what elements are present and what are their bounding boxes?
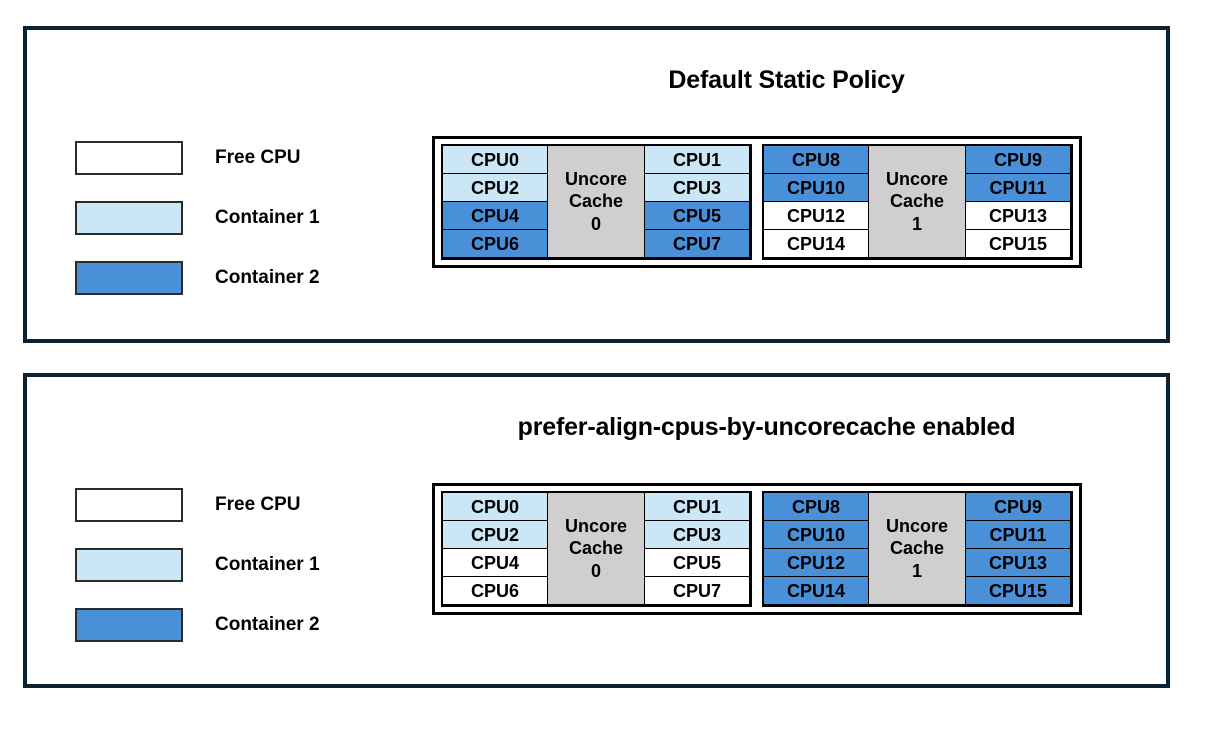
- legend-item-free-cpu: Free CPU: [75, 475, 320, 535]
- uncore-cache-line-2: Cache: [889, 191, 945, 212]
- cpu-cell: CPU4: [442, 548, 548, 577]
- uncore-cache-index: 1: [911, 213, 922, 234]
- cpu-cell: CPU9: [965, 145, 1071, 174]
- legend-swatch-container-1: [75, 201, 183, 235]
- cpu-cell: CPU10: [763, 520, 869, 549]
- uncore-cache-index: 0: [590, 213, 601, 234]
- cpu-cell: CPU3: [644, 173, 750, 202]
- cpu-cell: CPU13: [965, 201, 1071, 230]
- legend-label-container-1: Container 1: [215, 554, 320, 575]
- cpu-cell: CPU11: [965, 173, 1071, 202]
- cpu-cell: CPU3: [644, 520, 750, 549]
- uncore-cache-line-1: Uncore: [564, 168, 627, 189]
- legend-label-free-cpu: Free CPU: [215, 494, 301, 515]
- cache-group-0: CPU0 CPU2 CPU4 CPU6 Uncore Cache 0 CPU1 …: [441, 144, 752, 260]
- cpu-cell: CPU15: [965, 576, 1071, 605]
- panel-default-static-policy: Default Static Policy Free CPU Container…: [23, 26, 1170, 343]
- legend-swatch-container-1: [75, 548, 183, 582]
- uncore-cache-label: Uncore Cache 0: [547, 492, 645, 605]
- legend-item-container-1: Container 1: [75, 188, 320, 248]
- page-title: Default Static Policy: [668, 66, 905, 94]
- legend-swatch-container-2: [75, 261, 183, 295]
- cpu-cell: CPU7: [644, 229, 750, 258]
- cpu-cell: CPU9: [965, 492, 1071, 521]
- cpu-column-left: CPU8 CPU10 CPU12 CPU14: [763, 145, 869, 258]
- legend: Free CPU Container 1 Container 2: [75, 128, 320, 308]
- uncore-cache-line-2: Cache: [889, 538, 945, 559]
- legend-swatch-container-2: [75, 608, 183, 642]
- cpu-cell: CPU0: [442, 492, 548, 521]
- uncore-cache-label: Uncore Cache 0: [547, 145, 645, 258]
- legend-label-container-2: Container 2: [215, 267, 320, 288]
- uncore-cache-line-1: Uncore: [564, 515, 627, 536]
- cpu-column-right: CPU9 CPU11 CPU13 CPU15: [965, 145, 1071, 258]
- cpu-cell: CPU0: [442, 145, 548, 174]
- cpu-column-left: CPU8 CPU10 CPU12 CPU14: [763, 492, 869, 605]
- legend-swatch-free-cpu: [75, 141, 183, 175]
- cpu-cell: CPU8: [763, 492, 869, 521]
- cpu-topology-diagram: CPU0 CPU2 CPU4 CPU6 Uncore Cache 0 CPU1 …: [432, 136, 1082, 268]
- cpu-cell: CPU13: [965, 548, 1071, 577]
- cpu-topology-diagram: CPU0 CPU2 CPU4 CPU6 Uncore Cache 0 CPU1 …: [432, 483, 1082, 615]
- cache-group-1: CPU8 CPU10 CPU12 CPU14 Uncore Cache 1 CP…: [762, 491, 1073, 607]
- cpu-cell: CPU2: [442, 173, 548, 202]
- cpu-cell: CPU14: [763, 576, 869, 605]
- cpu-cell: CPU6: [442, 576, 548, 605]
- cpu-cell: CPU12: [763, 548, 869, 577]
- legend-label-container-2: Container 2: [215, 614, 320, 635]
- uncore-cache-label: Uncore Cache 1: [868, 492, 966, 605]
- legend-item-container-1: Container 1: [75, 535, 320, 595]
- cpu-cell: CPU12: [763, 201, 869, 230]
- cpu-cell: CPU1: [644, 145, 750, 174]
- uncore-cache-index: 0: [590, 560, 601, 581]
- legend-swatch-free-cpu: [75, 488, 183, 522]
- cpu-cell: CPU5: [644, 201, 750, 230]
- uncore-cache-line-2: Cache: [568, 191, 624, 212]
- cpu-cell: CPU4: [442, 201, 548, 230]
- cpu-column-right: CPU9 CPU11 CPU13 CPU15: [965, 492, 1071, 605]
- page-title: prefer-align-cpus-by-uncorecache enabled: [517, 413, 1016, 441]
- cpu-column-right: CPU1 CPU3 CPU5 CPU7: [644, 145, 750, 258]
- legend-label-container-1: Container 1: [215, 207, 320, 228]
- cpu-column-right: CPU1 CPU3 CPU5 CPU7: [644, 492, 750, 605]
- cpu-cell: CPU6: [442, 229, 548, 258]
- uncore-cache-line-1: Uncore: [885, 168, 948, 189]
- cpu-cell: CPU8: [763, 145, 869, 174]
- cpu-cell: CPU10: [763, 173, 869, 202]
- cache-group-1: CPU8 CPU10 CPU12 CPU14 Uncore Cache 1 CP…: [762, 144, 1073, 260]
- cpu-cell: CPU15: [965, 229, 1071, 258]
- panel-prefer-align-cpus-by-uncorecache: prefer-align-cpus-by-uncorecache enabled…: [23, 373, 1170, 688]
- cpu-cell: CPU2: [442, 520, 548, 549]
- cpu-cell: CPU7: [644, 576, 750, 605]
- cpu-cell: CPU11: [965, 520, 1071, 549]
- cpu-column-left: CPU0 CPU2 CPU4 CPU6: [442, 145, 548, 258]
- legend-item-container-2: Container 2: [75, 248, 320, 308]
- cpu-cell: CPU5: [644, 548, 750, 577]
- uncore-cache-index: 1: [911, 560, 922, 581]
- uncore-cache-line-1: Uncore: [885, 515, 948, 536]
- uncore-cache-label: Uncore Cache 1: [868, 145, 966, 258]
- cpu-column-left: CPU0 CPU2 CPU4 CPU6: [442, 492, 548, 605]
- cache-group-0: CPU0 CPU2 CPU4 CPU6 Uncore Cache 0 CPU1 …: [441, 491, 752, 607]
- uncore-cache-line-2: Cache: [568, 538, 624, 559]
- cpu-cell: CPU14: [763, 229, 869, 258]
- cpu-cell: CPU1: [644, 492, 750, 521]
- legend-label-free-cpu: Free CPU: [215, 147, 301, 168]
- legend-item-free-cpu: Free CPU: [75, 128, 320, 188]
- legend: Free CPU Container 1 Container 2: [75, 475, 320, 655]
- legend-item-container-2: Container 2: [75, 595, 320, 655]
